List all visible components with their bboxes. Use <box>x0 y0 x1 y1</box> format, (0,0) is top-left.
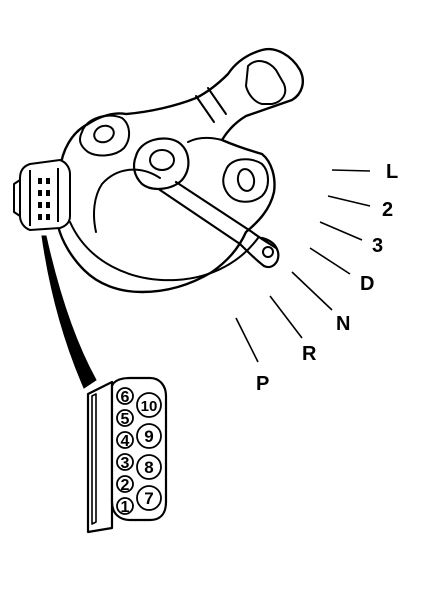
position-label-P: P <box>256 373 269 395</box>
position-label-2: 2 <box>382 199 393 221</box>
pin-label: 1 <box>121 499 130 516</box>
pin-8-circle <box>136 454 162 480</box>
leader-line-2 <box>327 195 371 207</box>
pin-4-circle <box>116 431 134 449</box>
leader-line-L <box>331 169 371 172</box>
pin-label: 10 <box>141 398 158 415</box>
pin-label: 3 <box>121 455 130 472</box>
connector-pin-labels: 6 5 4 3 2 1 10 9 8 7 <box>121 389 158 516</box>
position-leader-lines <box>235 169 371 363</box>
pin-label: 2 <box>121 477 130 494</box>
wiring-leader <box>41 235 97 389</box>
leader-line-3 <box>319 221 363 241</box>
position-label-N: N <box>336 313 350 335</box>
leader-line-R <box>269 295 303 339</box>
pin-label: 7 <box>144 489 153 508</box>
switch-body <box>56 47 304 294</box>
position-label-D: D <box>360 273 374 295</box>
pin-label: 5 <box>121 411 130 428</box>
position-label-R: R <box>302 343 317 365</box>
connector-right-pins <box>136 392 162 511</box>
pin-1-circle <box>116 497 134 515</box>
position-label-3: 3 <box>372 235 383 257</box>
leader-line-P <box>235 317 259 363</box>
position-label-L: L <box>386 161 398 183</box>
pin-3-circle <box>116 453 134 471</box>
pin-label: 9 <box>144 427 153 446</box>
pin-label: 8 <box>144 458 153 477</box>
pin-7-circle <box>136 485 162 511</box>
pin-9-circle <box>136 423 162 449</box>
position-labels: L 2 3 D N R P <box>256 161 398 395</box>
leader-line-N <box>291 271 333 311</box>
connector-left-pins <box>116 387 134 515</box>
pin-10-circle <box>136 392 162 418</box>
pin-6-circle <box>116 387 134 405</box>
pin-5-circle <box>116 409 134 427</box>
pin-2-circle <box>116 475 134 493</box>
switch-connector <box>13 159 71 231</box>
leader-line-D <box>309 247 351 275</box>
pin-label: 4 <box>121 433 130 450</box>
pin-label: 6 <box>121 389 130 406</box>
